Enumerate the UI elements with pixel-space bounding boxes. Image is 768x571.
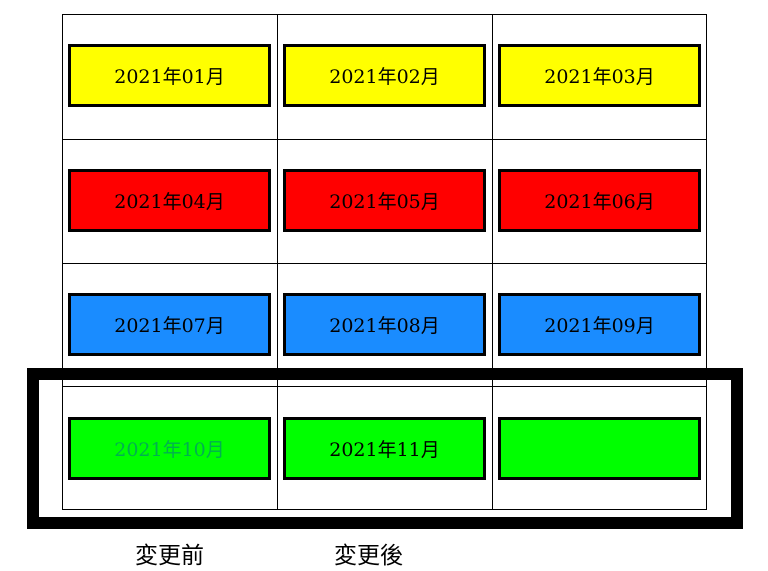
grid-column-divider (277, 15, 278, 509)
highlight-frame (27, 368, 743, 529)
month-box-2021-01: 2021年01月 (68, 44, 271, 107)
month-box-empty (498, 417, 701, 480)
month-box-2021-03: 2021年03月 (498, 44, 701, 107)
month-box-2021-09: 2021年09月 (498, 293, 701, 356)
month-box-2021-05: 2021年05月 (283, 169, 486, 232)
caption-before: 変更前 (135, 543, 204, 569)
month-box-2021-07: 2021年07月 (68, 293, 271, 356)
month-box-2021-08: 2021年08月 (283, 293, 486, 356)
grid-row-divider (63, 386, 706, 387)
month-box-2021-11: 2021年11月 (283, 417, 486, 480)
grid-row-divider (63, 139, 706, 140)
calendar-grid (62, 14, 707, 510)
month-box-2021-06: 2021年06月 (498, 169, 701, 232)
month-box-2021-10: 2021年10月 (68, 417, 271, 480)
grid-row-divider (63, 263, 706, 264)
month-box-2021-02: 2021年02月 (283, 44, 486, 107)
grid-column-divider (492, 15, 493, 509)
caption-after: 変更後 (334, 543, 403, 569)
month-box-2021-04: 2021年04月 (68, 169, 271, 232)
